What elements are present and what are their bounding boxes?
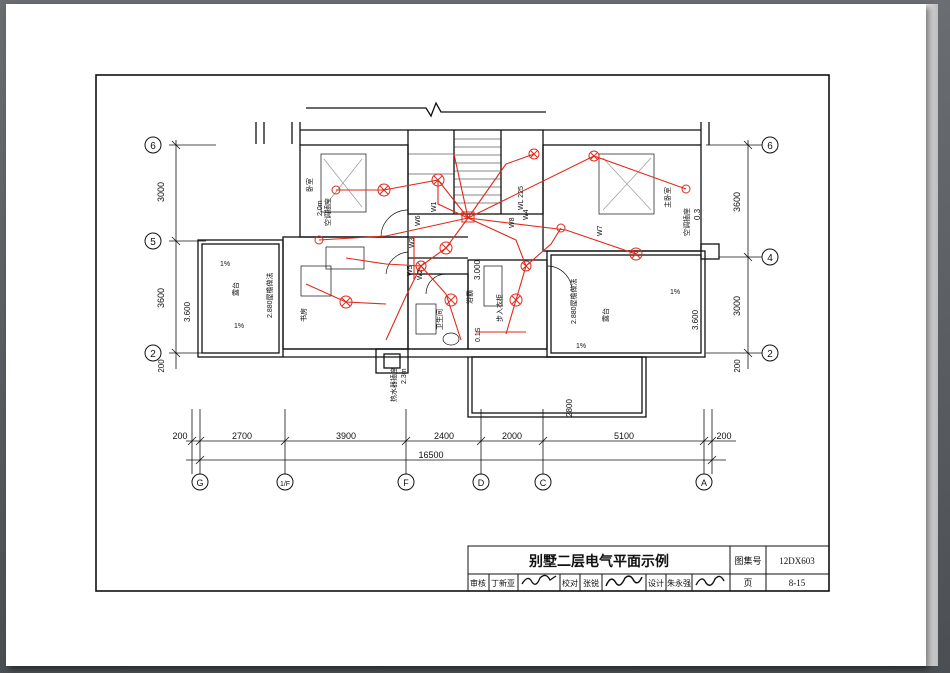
- column-axis-bubbles: G 1/F F D C A: [191, 473, 713, 491]
- drawing-title: 别墅二层电气平面示例: [528, 553, 669, 570]
- left-axis-label: 5: [150, 237, 156, 248]
- right-axis-label: 6: [767, 141, 773, 152]
- left-dimension-lines: [169, 140, 216, 369]
- right-axis-bubbles: 6 4 2: [761, 136, 779, 362]
- left-axis-label: 6: [150, 141, 156, 152]
- atlas-number: 12DX603: [779, 556, 815, 566]
- left-axis-label: 2: [150, 349, 156, 360]
- page-label: 页: [743, 578, 752, 588]
- room-study: 书房: [299, 308, 308, 322]
- bottom-dim: 200: [716, 431, 731, 441]
- review-label: 审核: [470, 578, 486, 588]
- page-stack-edge: [926, 4, 938, 666]
- slope-right: 1%: [670, 289, 680, 296]
- check-label: 校对: [562, 578, 578, 588]
- circuit-label: W8: [509, 217, 516, 228]
- designer-name: 朱永强: [667, 578, 691, 588]
- circuit-label: W1: [431, 201, 438, 212]
- title-block-frame: [467, 545, 830, 592]
- room-walkin: 步入衣柜: [495, 294, 504, 322]
- bottom-dimension-lines: [186, 409, 736, 474]
- bottom-dim-total: 16500: [418, 450, 443, 460]
- ac-socket-left: 空调插座: [323, 198, 332, 226]
- right-dim-200: 200: [733, 359, 742, 373]
- circuit-label: W5: [407, 265, 414, 276]
- right-eave: 2.880屋檐做法: [569, 278, 578, 324]
- bottom-dim: 200: [172, 431, 187, 441]
- stair-treads: [408, 138, 501, 204]
- heater-height: 2.3m: [401, 368, 408, 384]
- room-bath: 卫生间: [435, 309, 444, 330]
- column-axis-label: 1/F: [280, 481, 290, 488]
- column-axis-label: F: [403, 478, 409, 488]
- switch-note: WL 225: [518, 186, 525, 210]
- elev-right: 3.600: [691, 309, 700, 330]
- drawing-border: [95, 74, 830, 592]
- left-dim-200: 200: [157, 359, 166, 373]
- circuit-label: W2: [417, 269, 424, 280]
- left-eave: 2.880屋檐做法: [265, 272, 274, 318]
- circuit-label: W6: [415, 215, 422, 226]
- door-swings: [380, 209, 573, 295]
- right-dim-3000: 3000: [732, 296, 742, 316]
- ac-socket-right: 空调插座: [682, 208, 691, 236]
- slope-left2: 1%: [234, 323, 244, 330]
- ac-height-right: 0.3: [693, 208, 702, 220]
- balcony-depth: 2800: [565, 399, 574, 417]
- design-label: 设计: [648, 578, 664, 588]
- room-terrace-right: 露台: [601, 308, 610, 322]
- slope-right2: 1%: [576, 343, 586, 350]
- bottom-dim: 2400: [434, 431, 454, 441]
- circuit-label: W7: [597, 225, 604, 236]
- column-axis-label: G: [196, 478, 203, 488]
- plan-labels: 卧室 空调插座 2.0m 主卧室 空调插座 0.3 书房 步入衣柜 卫生间 浴霸…: [183, 178, 702, 402]
- plan-walls: [197, 101, 720, 418]
- room-bedroom-main: 主卧室: [663, 187, 672, 208]
- right-dimension-lines: [706, 140, 762, 369]
- reviewer-signature: [521, 574, 557, 585]
- right-dim-3600: 3600: [732, 192, 742, 212]
- room-terrace-left: 露台: [231, 282, 240, 296]
- circuit-label: W4: [523, 209, 530, 220]
- bottom-dim: 2000: [502, 431, 522, 441]
- ac-height-left: 2.0m: [317, 200, 324, 216]
- circuit-label: W3: [409, 237, 416, 248]
- checker-signature: [605, 575, 643, 587]
- bottom-dim: 5100: [614, 431, 634, 441]
- right-axis-label: 4: [767, 253, 773, 264]
- slope-left: 1%: [220, 261, 230, 268]
- light-fixtures: [314, 148, 691, 309]
- designer-signature: [695, 575, 725, 586]
- left-dim-3000: 3000: [156, 182, 166, 202]
- column-axis-label: A: [701, 478, 707, 488]
- column-axis-label: D: [478, 478, 485, 488]
- left-dim-3600: 3600: [156, 288, 166, 308]
- drawing-page: 6 5 2 3000 3600 200 6 4 2 3600 3000 200: [6, 4, 926, 666]
- bath-heater-label: 浴霸: [465, 290, 474, 304]
- reviewer-name: 丁新亚: [491, 578, 515, 588]
- elev-bath: 0.1S: [475, 327, 482, 342]
- heater-socket: 热水器插座: [389, 367, 398, 402]
- left-axis-bubbles: 6 5 2: [144, 136, 162, 362]
- right-axis-label: 2: [767, 349, 773, 360]
- elev-center: 3.000: [473, 259, 482, 280]
- bottom-dim: 3900: [336, 431, 356, 441]
- floor-plan-drawing: 6 5 2 3000 3600 200 6 4 2 3600 3000 200: [95, 74, 830, 592]
- furniture: [300, 153, 655, 346]
- elev-left: 3.600: [183, 301, 192, 322]
- room-bedroom-left: 卧室: [305, 178, 314, 192]
- bottom-dim: 2700: [232, 431, 252, 441]
- checker-name: 张锐: [583, 578, 599, 588]
- page-number: 8-15: [789, 578, 806, 588]
- atlas-label: 图集号: [734, 555, 761, 566]
- column-axis-label: C: [540, 478, 547, 488]
